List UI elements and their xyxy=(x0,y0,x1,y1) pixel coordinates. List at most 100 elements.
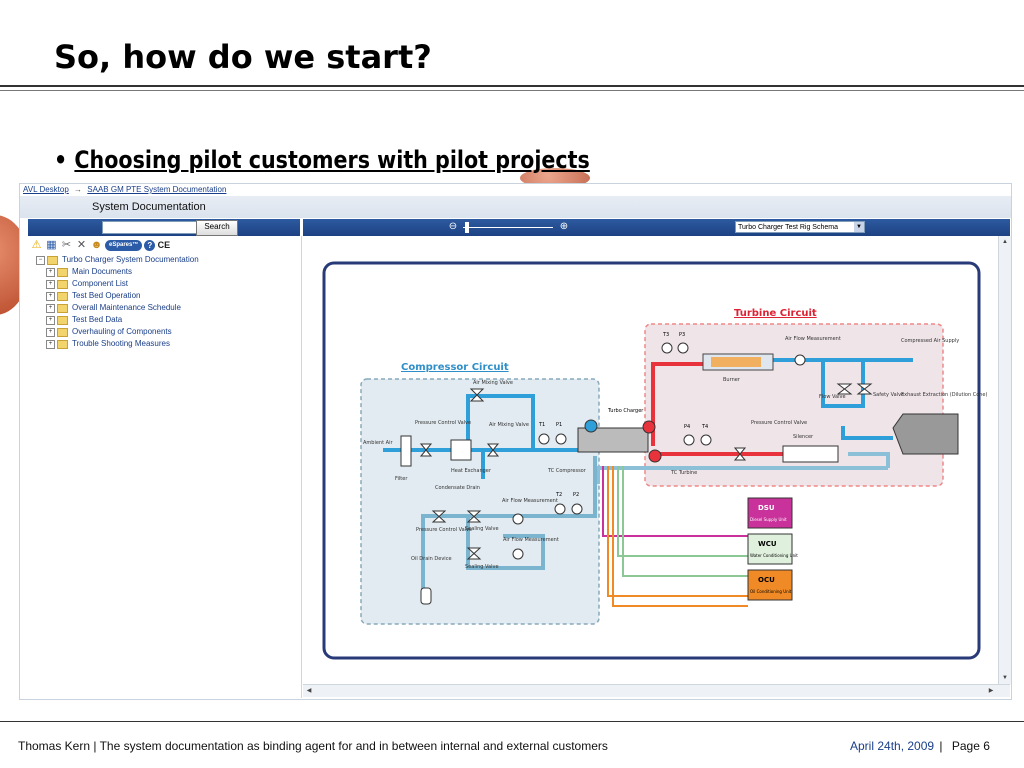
expand-icon[interactable]: + xyxy=(46,279,55,289)
schema-select[interactable]: Turbo Charger Test Rig Schema ▼ xyxy=(735,221,865,233)
document-tree: − Turbo Charger System Documentation + M… xyxy=(36,254,199,350)
warning-icon[interactable]: ⚠ xyxy=(31,238,42,251)
tree-item-main-documents[interactable]: + Main Documents xyxy=(36,266,199,278)
burner-label: Burner xyxy=(723,377,741,383)
horizontal-scrollbar[interactable]: ◀ ▶ xyxy=(303,684,1010,697)
tree-item-test-bed-data[interactable]: + Test Bed Data xyxy=(36,314,199,326)
user-icon[interactable]: ☻ xyxy=(90,238,103,251)
expand-icon[interactable]: + xyxy=(46,303,55,313)
tree-item-component-list[interactable]: + Component List xyxy=(36,278,199,290)
folder-icon xyxy=(57,291,68,301)
air-flow-meter-icon xyxy=(512,513,524,525)
zoom-out-icon[interactable]: ⊖ xyxy=(448,221,458,232)
air-mixing-valve-label: Air Mixing Valve xyxy=(489,422,529,428)
tree-item-trouble-shooting[interactable]: + Trouble Shooting Measures xyxy=(36,338,199,350)
tools-icon[interactable]: ✂ xyxy=(61,238,72,251)
ce-icon[interactable]: CE xyxy=(157,239,171,250)
zoom-in-icon[interactable]: ⊕ xyxy=(559,221,569,232)
expand-icon[interactable]: + xyxy=(46,267,55,277)
chevron-down-icon[interactable]: ▼ xyxy=(854,222,864,232)
air-flow-oil-label: Air Flow Measurement xyxy=(503,537,559,543)
tc-compressor-label: TC Compressor xyxy=(547,468,587,474)
turbine-circuit-title: Turbine Circuit xyxy=(734,308,817,319)
footer-date: April 24th, 2009 xyxy=(850,739,935,753)
breadcrumb-current-link[interactable]: SAAB GM PTE System Documentation xyxy=(87,185,227,194)
expand-icon[interactable]: + xyxy=(46,339,55,349)
ocu-label: OCU xyxy=(758,576,775,584)
tree-item-overhauling[interactable]: + Overhauling of Components xyxy=(36,326,199,338)
compressor-pipes xyxy=(383,394,588,479)
vertical-scrollbar[interactable]: ▲ ▼ xyxy=(998,236,1011,684)
folder-icon xyxy=(47,255,58,265)
gauge-p1: P1 xyxy=(555,422,567,445)
turbine-outlet-icon xyxy=(648,449,662,463)
search-button[interactable]: Search xyxy=(196,220,238,236)
compressor-icon xyxy=(584,419,598,433)
svg-text:P2: P2 xyxy=(573,492,579,498)
schema-diagram: Turbine Circuit Compressor Circuit xyxy=(322,261,987,660)
footer-separator: | xyxy=(939,739,943,753)
tree-item-maintenance-schedule[interactable]: + Overall Maintenance Schedule xyxy=(36,302,199,314)
expand-icon[interactable]: + xyxy=(46,291,55,301)
building-icon[interactable]: ▦ xyxy=(46,238,57,251)
folder-icon xyxy=(57,327,68,337)
filter xyxy=(400,435,412,467)
breadcrumb-arrow-icon: → xyxy=(74,185,83,194)
bullet-point: • Choosing pilot customers with pilot pr… xyxy=(54,146,590,174)
tree-root-label: Turbo Charger System Documentation xyxy=(62,255,199,264)
pane-divider[interactable] xyxy=(301,236,302,698)
tree-item-label: Main Documents xyxy=(72,267,133,276)
expand-icon[interactable]: + xyxy=(46,327,55,337)
tree-item-label: Test Bed Operation xyxy=(72,291,141,300)
diagram-pane: Turbine Circuit Compressor Circuit xyxy=(303,236,998,684)
breadcrumb-home-link[interactable]: AVL Desktop xyxy=(23,185,69,194)
svg-text:P3: P3 xyxy=(679,332,685,338)
zoom-track xyxy=(463,227,553,228)
wcu-label: WCU xyxy=(758,540,777,548)
scroll-right-icon[interactable]: ▶ xyxy=(988,688,994,694)
gauge-p4: P4 xyxy=(683,424,695,446)
heat-exchanger-label: Heat Exchanger xyxy=(451,468,492,474)
window-title: System Documentation xyxy=(20,196,1011,218)
pressure-control-comp-label: Pressure Control Valve xyxy=(415,420,471,426)
espares-icon[interactable]: eSpares™ xyxy=(105,239,143,251)
tree-item-test-bed-operation[interactable]: + Test Bed Operation xyxy=(36,290,199,302)
sealing-valve-label: Sealing Valve xyxy=(465,564,499,570)
navigation-pane: ⚠ ▦ ✂ ✕ ☻ eSpares™ ? CE − Turbo Charger … xyxy=(28,236,300,698)
compressed-air-label: Compressed Air Supply xyxy=(901,338,959,344)
search-input[interactable] xyxy=(102,221,198,234)
footer-page: Page 6 xyxy=(951,739,990,753)
tree-root[interactable]: − Turbo Charger System Documentation xyxy=(36,254,199,266)
unit-pipes xyxy=(602,466,748,607)
svg-text:T3: T3 xyxy=(662,332,669,338)
oil-pipes xyxy=(421,456,597,591)
zoom-control[interactable]: ⊖ ⊕ xyxy=(443,221,573,234)
title-rule xyxy=(0,85,1024,87)
scroll-left-icon[interactable]: ◀ xyxy=(306,688,312,694)
condensate-drain-label: Condensate Drain xyxy=(435,485,480,491)
folder-icon xyxy=(57,303,68,313)
bullet-text: Choosing pilot customers with pilot proj… xyxy=(74,146,590,174)
scroll-up-icon[interactable]: ▲ xyxy=(1002,239,1008,245)
ambient-air-label: Ambient Air xyxy=(363,440,393,446)
expand-icon[interactable]: + xyxy=(46,315,55,325)
footer-rule xyxy=(0,721,1024,722)
turbo-charger-label: Turbo Charger xyxy=(607,408,644,414)
wrench-icon[interactable]: ✕ xyxy=(76,238,87,251)
bullet-dot: • xyxy=(54,146,68,174)
ocu-unit[interactable] xyxy=(747,569,793,601)
app-screenshot: AVL Desktop → SAAB GM PTE System Documen… xyxy=(19,183,1012,700)
filter-label: Filter xyxy=(395,476,408,482)
zoom-slider-handle[interactable] xyxy=(465,222,469,233)
oil-drain-device xyxy=(420,587,432,605)
wcu-unit[interactable] xyxy=(747,533,793,565)
svg-text:P4: P4 xyxy=(684,424,690,430)
dsu-unit[interactable] xyxy=(747,497,793,529)
folder-icon xyxy=(57,267,68,277)
breadcrumb: AVL Desktop → SAAB GM PTE System Documen… xyxy=(20,184,1011,196)
scroll-down-icon[interactable]: ▼ xyxy=(1002,675,1008,681)
collapse-icon[interactable]: − xyxy=(36,255,45,265)
air-flow-meter-icon xyxy=(512,548,524,560)
help-icon[interactable]: ? xyxy=(144,239,156,251)
tree-item-label: Overhauling of Components xyxy=(72,327,172,336)
